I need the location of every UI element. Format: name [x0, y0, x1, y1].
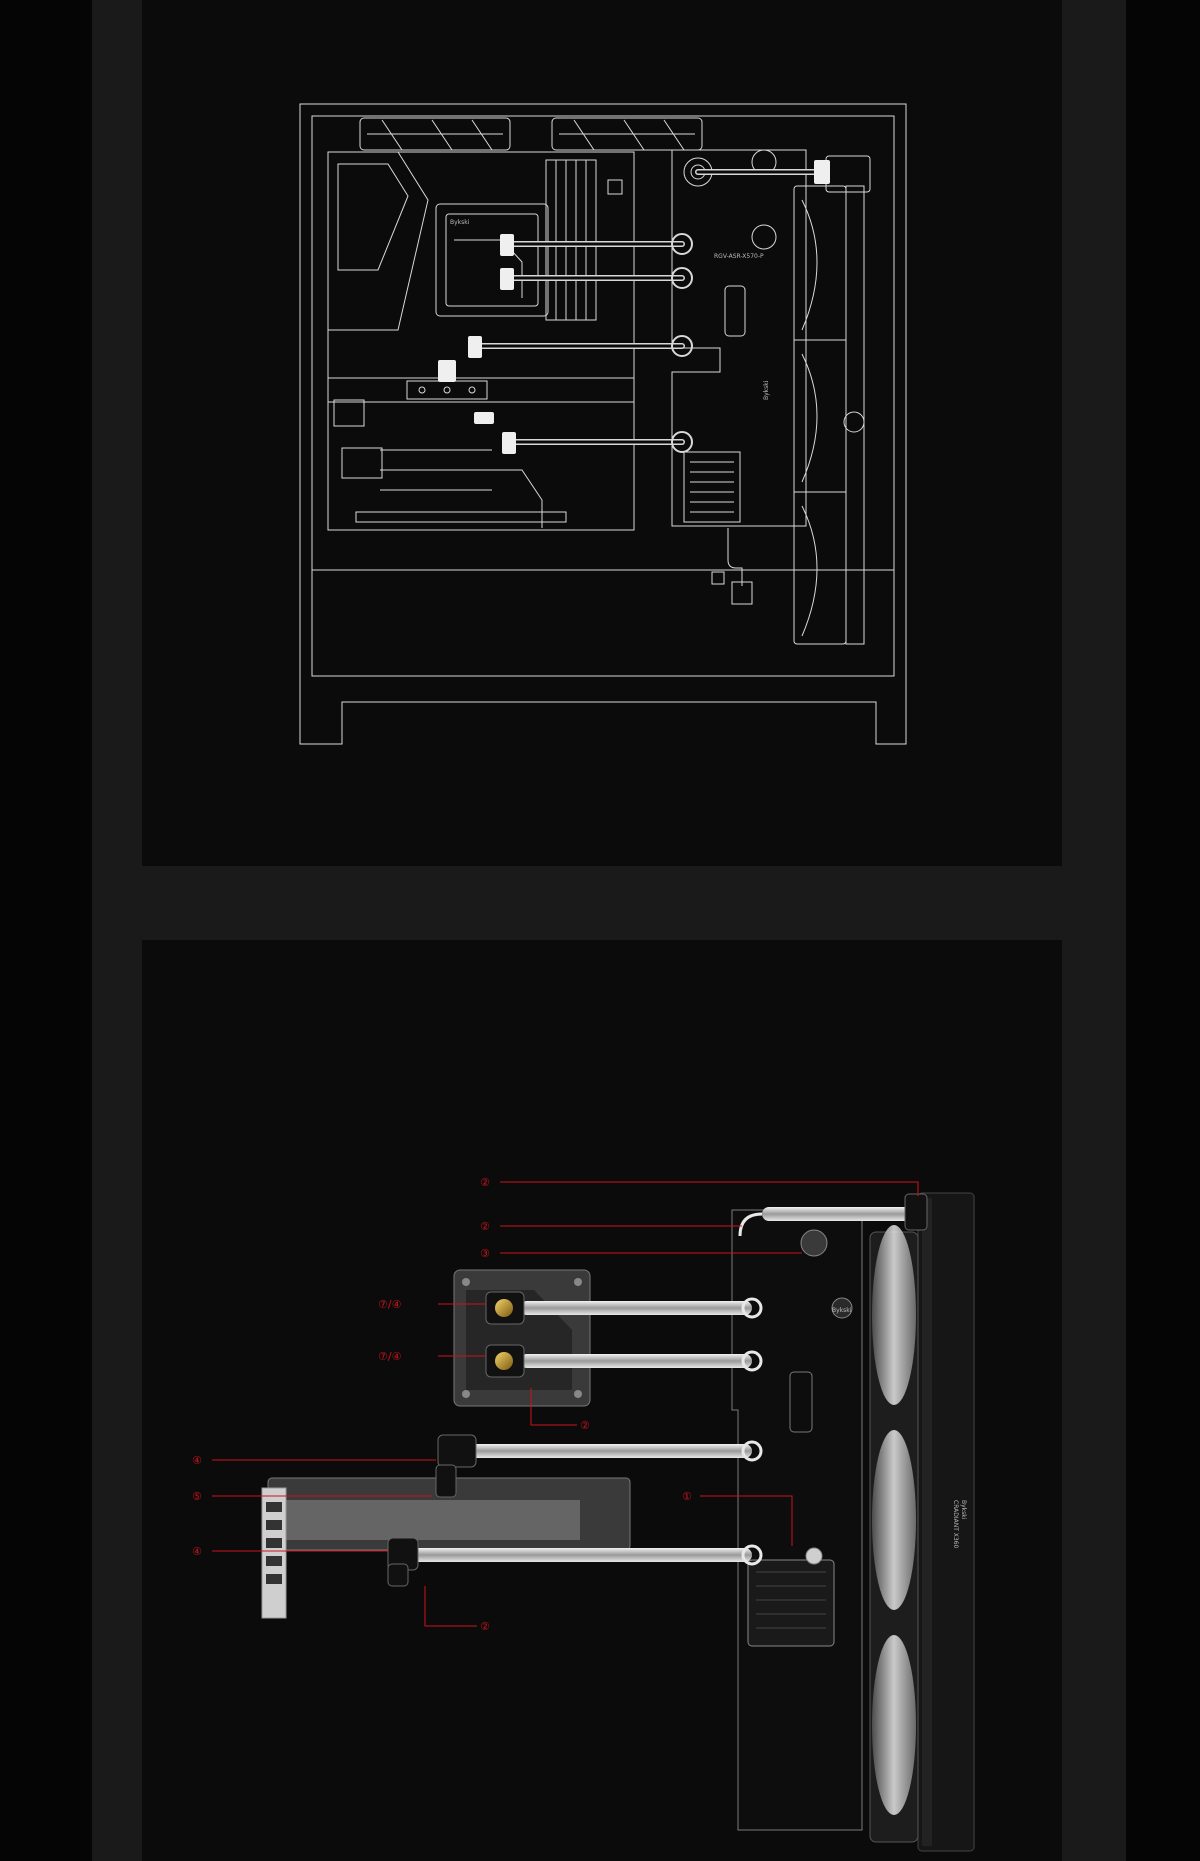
fan-3 [872, 1635, 916, 1815]
distro-plate-model: RGV-ASR-X570-P [714, 253, 764, 260]
tube-cpu-upper [520, 1301, 752, 1315]
radiator [793, 155, 871, 645]
callout-c6: ② [580, 1419, 590, 1432]
callout-c11: ② [480, 1620, 490, 1633]
loop-diagram-drawing: Bykski CRADIANT X360 [192, 1176, 975, 1852]
case-outline [299, 103, 907, 745]
callout-c3: ③ [480, 1247, 490, 1260]
fitting-gpu-lower [502, 432, 516, 454]
cpu-block-brand: Bykski [450, 219, 470, 226]
fan-2 [872, 1430, 916, 1610]
callout-leaders [212, 1181, 919, 1627]
leader-c9 [700, 1495, 793, 1546]
callouts: ② ② ③ ⑦/④ ⑦/④ ② ④ ⑤ ① ④ ② [192, 1176, 692, 1633]
top-fan-right [551, 117, 703, 151]
callout-c7: ④ [192, 1454, 202, 1467]
fitting-gpu-riser [435, 1464, 457, 1498]
case-schematic-drawing: Bykski RGV-ASR-X570-P Bykski [299, 103, 907, 745]
tube-gpu-lower [410, 1548, 752, 1562]
fan-1 [872, 1225, 916, 1405]
port-reservoir [805, 1547, 823, 1565]
fitting-radiator [904, 1193, 928, 1231]
tube-cpu-lower [520, 1354, 752, 1368]
callout-c4: ⑦/④ [378, 1298, 402, 1311]
leader-c11 [424, 1586, 477, 1627]
callout-c8: ⑤ [192, 1490, 202, 1503]
callout-c10: ④ [192, 1545, 202, 1558]
pump-cable [727, 528, 743, 586]
fittings [387, 1193, 928, 1587]
top-fan-left [359, 117, 511, 151]
distro-brand: Bykski [832, 1307, 852, 1314]
distribution-plate [671, 149, 807, 527]
gpu [261, 1477, 631, 1619]
tube-top [762, 1207, 914, 1221]
leader-c1 [500, 1181, 919, 1196]
distribution-plate: Bykski [731, 1209, 863, 1831]
tube-gpu-upper [470, 1444, 752, 1458]
callout-c5: ⑦/④ [378, 1350, 402, 1363]
radiator-brand: Bykski [960, 1500, 967, 1520]
leader-c6 [530, 1388, 577, 1426]
radiator-fans [869, 1225, 919, 1843]
motherboard [327, 151, 635, 531]
callout-c2: ② [480, 1220, 490, 1233]
radiator-360: Bykski CRADIANT X360 [917, 1192, 975, 1852]
case-schematic-panel: Bykski RGV-ASR-X570-P Bykski [142, 0, 1062, 866]
fitting-cpu-lower [500, 268, 514, 290]
cpu-block [453, 1269, 591, 1407]
fitting-gpu-bend [474, 412, 494, 424]
case-inner-frame [311, 115, 895, 677]
fitting-cpu-upper [500, 234, 514, 256]
gpu-area [327, 377, 635, 403]
loop-diagram-panel: Bykski CRADIANT X360 [142, 940, 1062, 1861]
fittings [438, 160, 830, 454]
radiator-model: CRADIANT X360 [952, 1500, 959, 1549]
fitting-top-radiator [814, 160, 830, 184]
fitting-gpu-bend [387, 1563, 409, 1587]
distro-ports [671, 233, 693, 453]
tube-bends [738, 1212, 763, 1566]
callout-c9: ① [682, 1490, 692, 1503]
distro-plate-brand: Bykski [763, 380, 770, 400]
fitting-gpu-mid [438, 360, 456, 382]
fitting-gpu-upper [468, 336, 482, 358]
hard-tubing [410, 1207, 914, 1562]
callout-c1: ② [480, 1176, 490, 1189]
fitting-gpu-upper [437, 1434, 477, 1468]
